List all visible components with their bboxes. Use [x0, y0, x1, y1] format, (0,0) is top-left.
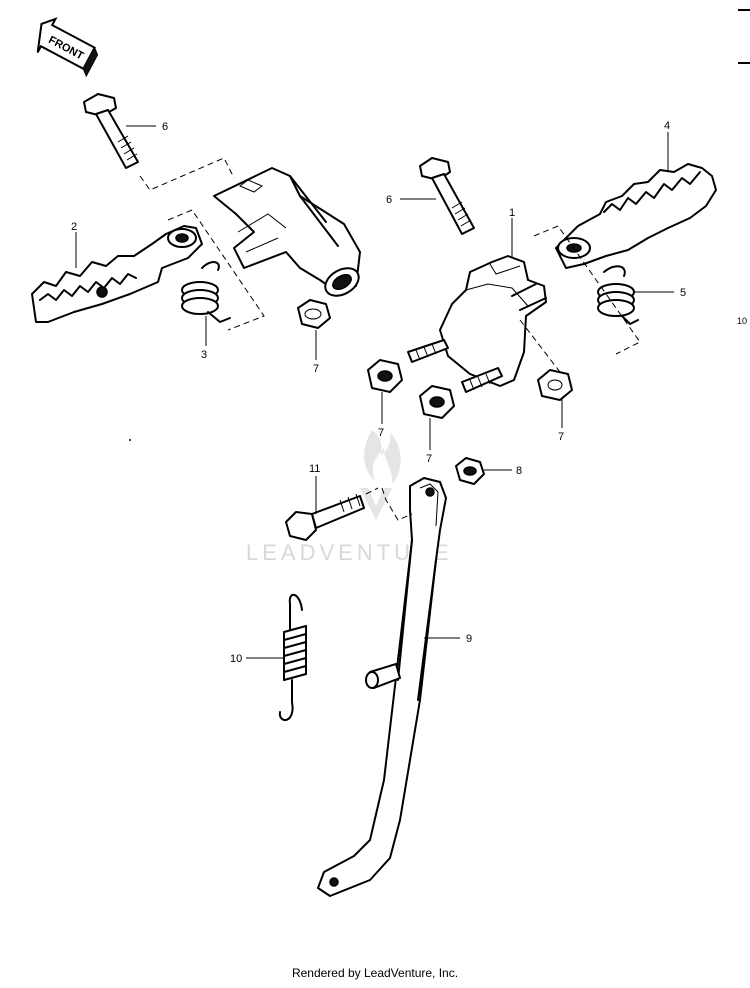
spring-10 — [278, 594, 307, 721]
callout-4: 4 — [664, 120, 670, 132]
stray-dot — [129, 439, 131, 441]
bracket-1 — [439, 255, 547, 387]
callout-5: 5 — [680, 287, 686, 299]
nut-7-left — [297, 299, 331, 329]
callout-10: 10 — [230, 653, 242, 665]
watermark-logo — [360, 430, 401, 520]
callout-7-b: 7 — [426, 453, 432, 465]
callout-8: 8 — [516, 465, 522, 477]
page-code: 10 — [737, 316, 748, 326]
footpeg-4 — [555, 163, 717, 269]
callout-11: 11 — [309, 463, 320, 475]
side-stand-9 — [317, 477, 447, 897]
footpeg-2 — [31, 225, 203, 323]
nut-7-a — [367, 359, 403, 393]
callout-2: 2 — [71, 221, 77, 233]
nut-7-b — [419, 385, 455, 419]
left-bracket — [213, 167, 361, 297]
callout-7-a: 7 — [378, 427, 384, 439]
callout-7-c: 7 — [558, 431, 564, 443]
spring-5 — [597, 265, 639, 325]
spring-3 — [181, 261, 231, 323]
callout-6-left: 6 — [162, 121, 168, 133]
bolt-11 — [285, 493, 365, 541]
callout-7-left: 7 — [313, 363, 319, 375]
nut-8 — [455, 457, 485, 485]
leader-dashes — [139, 157, 641, 521]
callout-9: 9 — [466, 633, 472, 645]
callout-3: 3 — [201, 349, 207, 361]
nut-7-c — [537, 369, 573, 401]
callout-6-right: 6 — [386, 194, 392, 206]
leader-lines — [75, 125, 674, 659]
callout-1: 1 — [509, 207, 515, 219]
parts-diagram: LEADVENTURE FRONT — [31, 9, 750, 897]
stud-right — [461, 367, 503, 393]
footer-credit: Rendered by LeadVenture, Inc. — [291, 966, 459, 980]
front-arrow: FRONT — [36, 17, 99, 78]
bolt-6-left — [83, 93, 139, 169]
stud-left — [407, 339, 449, 363]
bolt-6-right — [419, 157, 475, 235]
callout-labels: 6 2 3 7 4 6 1 5 7 7 7 11 8 10 9 — [71, 120, 686, 665]
